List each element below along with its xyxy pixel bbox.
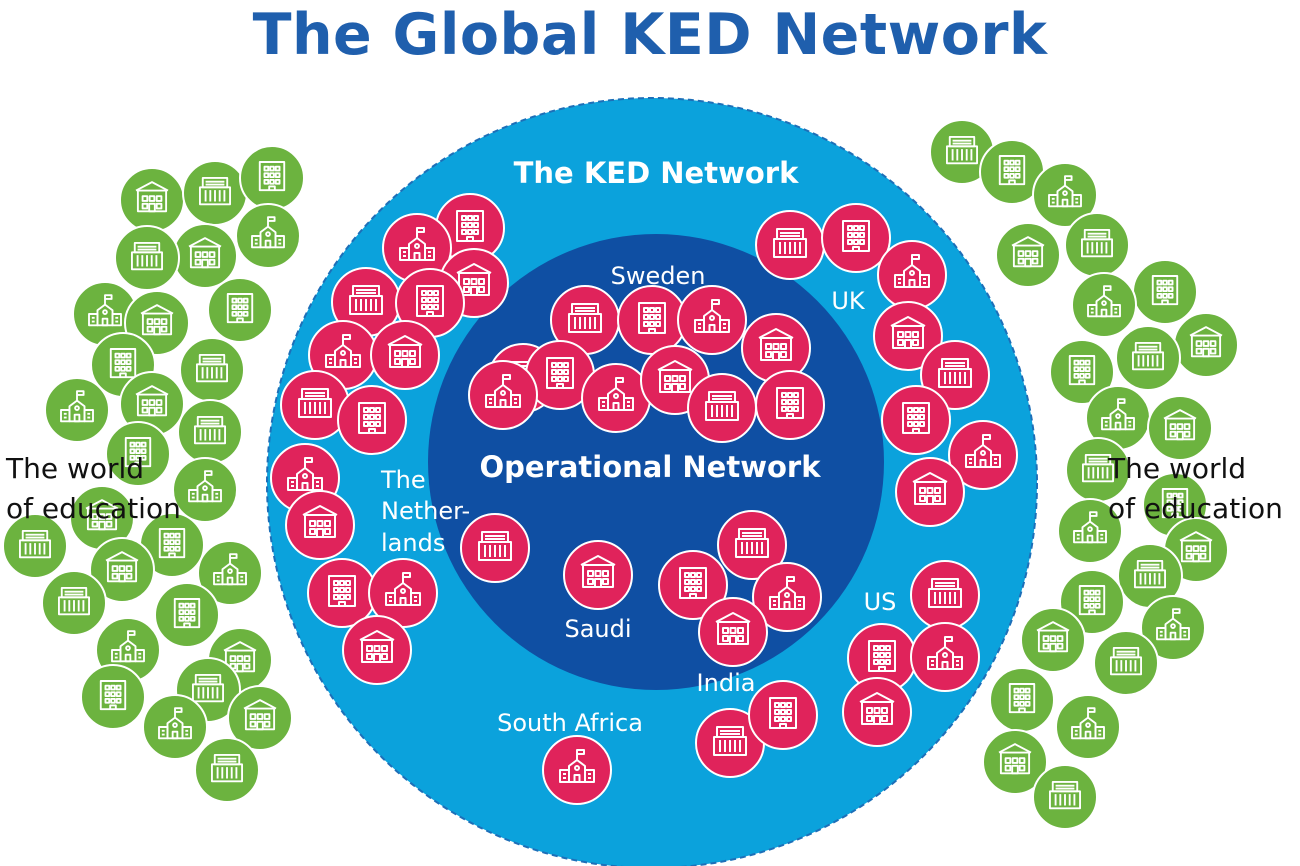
world-school-node xyxy=(989,667,1055,733)
netherlands-label-line2: Nether- xyxy=(381,497,470,525)
world-school-node xyxy=(114,225,180,291)
world-school-node xyxy=(197,540,263,606)
world-school-node xyxy=(227,685,293,751)
world-school-node xyxy=(1115,325,1181,391)
india-label: India xyxy=(697,669,756,697)
ked-school-node xyxy=(542,735,612,805)
ked-school-node xyxy=(581,363,651,433)
ked-school-node xyxy=(468,360,538,430)
world-school-node xyxy=(179,337,245,403)
world-of-education-right-cluster xyxy=(929,119,1239,830)
ked-school-node xyxy=(687,373,757,443)
world-right-label-line1: The world xyxy=(1107,452,1246,485)
ked-school-node xyxy=(755,210,825,280)
world-school-node xyxy=(154,582,220,648)
ked-school-node xyxy=(307,558,377,628)
ked-school-node xyxy=(658,550,728,620)
world-left-label-line2: of education xyxy=(6,492,181,525)
world-school-node xyxy=(235,203,301,269)
world-of-education-left-cluster xyxy=(2,145,305,803)
world-school-node xyxy=(982,729,1048,795)
ked-school-cluster xyxy=(270,193,1018,805)
ked-school-node xyxy=(717,510,787,580)
world-school-node xyxy=(194,737,260,803)
ked-school-node xyxy=(881,385,951,455)
netherlands-label-line1: The xyxy=(380,466,426,494)
ked-school-node xyxy=(285,490,355,560)
world-right-label-line2: of education xyxy=(1108,492,1283,525)
world-school-node xyxy=(1020,607,1086,673)
ked-school-node xyxy=(617,285,687,355)
world-school-node xyxy=(1071,272,1137,338)
world-school-node xyxy=(1064,212,1130,278)
saudi-label: Saudi xyxy=(564,615,631,643)
ked-school-node xyxy=(337,385,407,455)
world-school-node xyxy=(2,513,68,579)
ked-school-node xyxy=(698,597,768,667)
world-school-node xyxy=(239,145,305,211)
ked-school-node xyxy=(948,420,1018,490)
ked-school-node xyxy=(563,540,633,610)
world-school-node xyxy=(105,421,171,487)
ked-school-node xyxy=(920,340,990,410)
south-africa-label: South Africa xyxy=(497,709,643,737)
ked-school-node xyxy=(910,622,980,692)
netherlands-label-line3: lands xyxy=(381,529,445,557)
world-left-label-line1: The world xyxy=(5,452,144,485)
ked-school-node xyxy=(755,370,825,440)
page-title: The Global KED Network xyxy=(252,2,1048,68)
world-school-node xyxy=(41,570,107,636)
ked-school-node xyxy=(460,513,530,583)
world-school-node xyxy=(1032,162,1098,228)
world-school-node xyxy=(172,457,238,523)
ked-school-node xyxy=(752,562,822,632)
world-school-node xyxy=(177,399,243,465)
world-school-node xyxy=(1173,312,1239,378)
ked-school-node xyxy=(910,560,980,630)
world-school-node xyxy=(1055,694,1121,760)
world-school-node xyxy=(172,223,238,289)
world-school-node xyxy=(119,167,185,233)
ked-school-node xyxy=(677,285,747,355)
world-school-node xyxy=(1132,259,1198,325)
world-school-node xyxy=(44,377,110,443)
world-school-node xyxy=(1140,595,1206,661)
ked-school-node xyxy=(873,301,943,371)
ked-school-node xyxy=(748,680,818,750)
ked-school-node xyxy=(877,240,947,310)
ked-school-node xyxy=(895,457,965,527)
world-school-node xyxy=(1093,630,1159,696)
ked-school-node xyxy=(342,615,412,685)
world-school-node xyxy=(1057,498,1123,564)
world-school-node xyxy=(207,277,273,343)
uk-label: UK xyxy=(831,287,866,315)
world-school-node xyxy=(182,160,248,226)
world-school-node xyxy=(89,537,155,603)
ked-network-label: The KED Network xyxy=(514,156,799,190)
world-school-node xyxy=(142,694,208,760)
world-school-node xyxy=(80,664,146,730)
world-school-node xyxy=(995,222,1061,288)
sweden-label: Sweden xyxy=(611,262,706,290)
us-label: US xyxy=(864,588,897,616)
ked-school-node xyxy=(821,203,891,273)
operational-network-label: Operational Network xyxy=(479,450,821,484)
world-school-node xyxy=(1147,395,1213,461)
ked-school-node xyxy=(842,677,912,747)
world-school-node xyxy=(1049,339,1115,405)
world-school-node xyxy=(1032,764,1098,830)
ked-school-node xyxy=(370,320,440,390)
